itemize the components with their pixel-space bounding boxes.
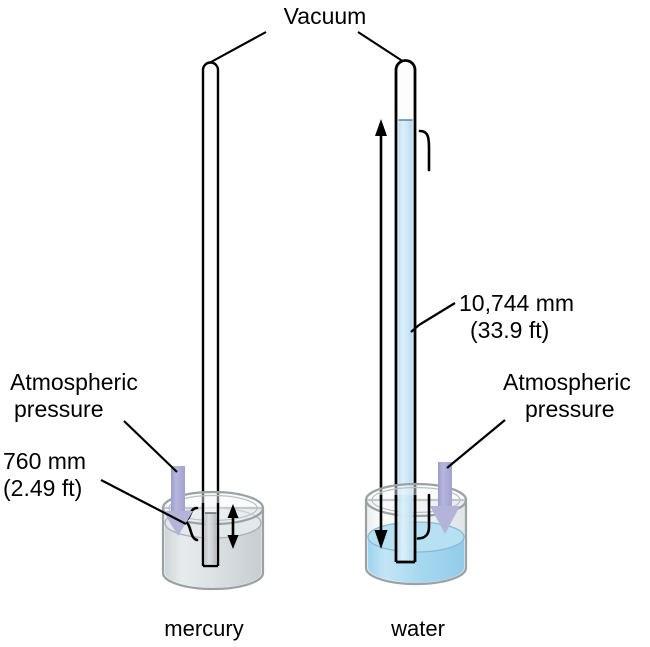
atm-arrow-left-icon xyxy=(163,466,193,536)
water-tube xyxy=(394,59,417,562)
water-tube-immersed xyxy=(394,495,417,564)
caption-mercury: mercury xyxy=(164,616,243,641)
mercury-height-leader-icon xyxy=(100,479,187,525)
water-height-ft-label: (33.9 ft) xyxy=(470,317,549,343)
mercury-height-ft-label: (2.49 ft) xyxy=(3,475,82,501)
atm-arrow-right-icon xyxy=(430,462,460,534)
atm-left-label-line2: pressure xyxy=(14,396,103,422)
mercury-height-mm-label: 760 mm xyxy=(3,448,86,474)
caption-water: water xyxy=(390,616,445,641)
atm-right-label-line1: Atmospheric xyxy=(503,369,631,395)
water-height-mm-label: 10,744 mm xyxy=(459,290,574,316)
brace-water-overlay-icon xyxy=(416,493,431,540)
water-up-arrow-icon xyxy=(375,119,387,520)
atm-left-leader-icon xyxy=(123,420,178,473)
atm-left-label-line1: Atmospheric xyxy=(10,369,138,395)
mercury-in-tube-lower xyxy=(205,513,217,564)
water-arrows-overlay xyxy=(374,495,388,549)
atm-right-leader-icon xyxy=(446,419,506,469)
atm-right-label-line2: pressure xyxy=(525,396,614,422)
vacuum-leader-right-icon xyxy=(357,31,405,63)
vacuum-label: Vacuum xyxy=(284,3,367,29)
water-column-hook-icon xyxy=(418,129,431,172)
mercury-tube xyxy=(201,61,220,566)
water-height-leader-elbow-icon xyxy=(410,324,420,333)
water-in-tube xyxy=(398,120,413,560)
mercury-tube-immersed xyxy=(201,503,220,568)
mercury-double-arrow-icon xyxy=(227,504,239,549)
water-height-leader-icon xyxy=(418,302,456,326)
vacuum-leader-left-icon xyxy=(210,31,267,63)
